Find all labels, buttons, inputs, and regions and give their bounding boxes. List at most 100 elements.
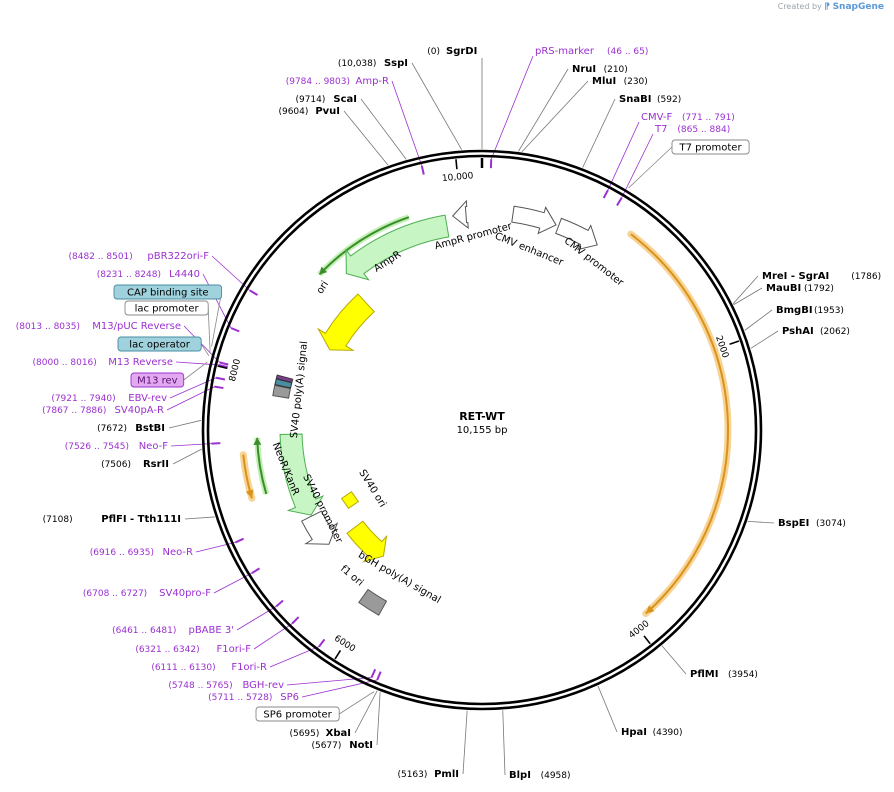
primer-name: F1ori-F	[217, 644, 252, 655]
primer-name: CMV-F	[641, 112, 672, 123]
primer-name: pBR322ori-F	[147, 251, 209, 262]
feature-box	[255, 706, 340, 722]
enzyme-coord: (4390)	[653, 728, 683, 738]
feature-box	[671, 139, 750, 155]
credit-brand: SnapGene	[832, 2, 884, 12]
backbone-outer-ring	[201, 149, 763, 711]
enzyme-coord: (1953)	[814, 306, 844, 316]
enzyme-name: BlpI	[509, 770, 531, 781]
feature-label: SV40 poly(A) signal	[289, 341, 310, 439]
primer-coord: (5748 .. 5765)	[168, 681, 232, 691]
enzyme-coord: (0)	[427, 47, 440, 57]
primer-name: F1ori-R	[231, 662, 267, 673]
primer-name: BGH-rev	[242, 680, 284, 691]
enzyme-leader	[521, 80, 589, 153]
enzyme-leader	[172, 448, 202, 465]
primer-site-mark	[214, 385, 224, 390]
primer-coord: (6111 .. 6130)	[151, 663, 215, 673]
enzyme-coord: (7672)	[97, 424, 127, 434]
backbone	[201, 149, 763, 711]
primer-coord: (6461 .. 6481)	[112, 626, 176, 636]
enzyme-name: PflFI - Tth111I	[101, 514, 181, 525]
gene-direction-arrowhead	[319, 266, 328, 275]
enzyme-name: RsrII	[143, 459, 169, 470]
primer-coord: (8231 .. 8248)	[97, 270, 161, 280]
enzyme-coord: (9714)	[295, 95, 325, 105]
feature-box-label: T7 promoter	[679, 143, 743, 154]
enzyme-name: NruI	[572, 64, 596, 75]
primer-site-mark	[420, 165, 425, 175]
primer-name: M13 Reverse	[108, 357, 173, 368]
enzyme-leader	[184, 516, 215, 520]
primer-name: Amp-R	[356, 76, 390, 87]
primer-leader	[391, 80, 423, 166]
ruler-tick	[729, 340, 740, 346]
orf-arcs	[239, 214, 732, 618]
enzyme-coord: (2062)	[820, 327, 850, 337]
primer-coord: (7526 .. 7545)	[65, 442, 129, 452]
primer-coord: (8482 .. 8501)	[69, 252, 133, 262]
feature-box-leader	[338, 691, 375, 715]
enzyme-name: MluI	[592, 76, 616, 87]
ruler-tick	[643, 635, 651, 645]
primer-leader	[490, 55, 534, 160]
primer-site-mark	[230, 327, 240, 333]
sv40-ori-block	[340, 490, 360, 510]
ruler-tick	[334, 650, 342, 660]
primer-coord: (9784 .. 9803)	[286, 77, 350, 87]
enzyme-name: PmlI	[434, 769, 459, 780]
enzyme-name: SnaBI	[619, 94, 651, 105]
primer-name: SV40pro-F	[159, 588, 211, 599]
credit: Created by ⁋ SnapGene	[778, 2, 884, 12]
feature-box	[113, 284, 223, 300]
feature-label: CMV enhancer	[493, 231, 565, 269]
primer-leader	[621, 133, 654, 198]
feature-label: SV40 ori	[356, 468, 388, 510]
enzyme-coord: (7108)	[43, 515, 73, 525]
gene-direction-arc	[318, 216, 410, 276]
feature-box-label: SP6 promoter	[263, 710, 332, 721]
primer-coord: (8000 .. 8016)	[33, 358, 97, 368]
enzyme-leader	[502, 710, 506, 776]
enzyme-leader	[661, 645, 687, 675]
feature-box-leader	[211, 291, 222, 347]
primer-coord: (8013 .. 8035)	[16, 322, 80, 332]
feature-box-label: lac operator	[129, 340, 190, 351]
ruler-label: 10,000	[442, 171, 475, 184]
enzyme-leader	[360, 98, 407, 160]
feature-label: ori	[315, 279, 331, 296]
feature-box-label: lac promoter	[135, 304, 200, 315]
enzyme-leader	[376, 691, 381, 746]
enzyme-coord: (210)	[604, 65, 628, 75]
primer-coord: (5711 .. 5728)	[208, 693, 272, 703]
backbone-inner-ring	[206, 154, 758, 706]
enzyme-coord: (230)	[624, 77, 648, 87]
primer-coord: (865 .. 884)	[677, 125, 730, 135]
enzyme-coord: (7506)	[101, 460, 131, 470]
enzyme-name: NotI	[349, 740, 373, 751]
orf-arc	[630, 233, 729, 615]
neor-gene-arrow	[279, 433, 325, 516]
primer-site-mark	[218, 363, 228, 369]
ruler-tick	[217, 365, 228, 370]
primer-site-mark	[602, 189, 609, 199]
enzyme-name: PflMI	[690, 669, 718, 680]
enzyme-leader	[168, 419, 202, 429]
ori-arrow	[316, 293, 375, 351]
primer-leader	[607, 121, 640, 191]
primer-site-mark	[291, 616, 300, 625]
enzyme-name: MreI - SgrAI	[762, 271, 829, 282]
sv40-polya-block	[272, 384, 292, 399]
primer-leader	[170, 443, 212, 447]
primer-name: SV40pA-R	[115, 405, 164, 416]
primer-coord: (6708 .. 6727)	[83, 589, 147, 599]
enzyme-name: XbaI	[326, 728, 351, 739]
primer-coord: (46 .. 65)	[607, 47, 648, 57]
enzyme-coord: (5163)	[397, 770, 427, 780]
primer-name: M13/pUC Reverse	[92, 321, 181, 332]
bgh-polya-block	[358, 588, 388, 616]
enzyme-name: BstBI	[135, 423, 165, 434]
primer-site-mark	[219, 361, 229, 366]
